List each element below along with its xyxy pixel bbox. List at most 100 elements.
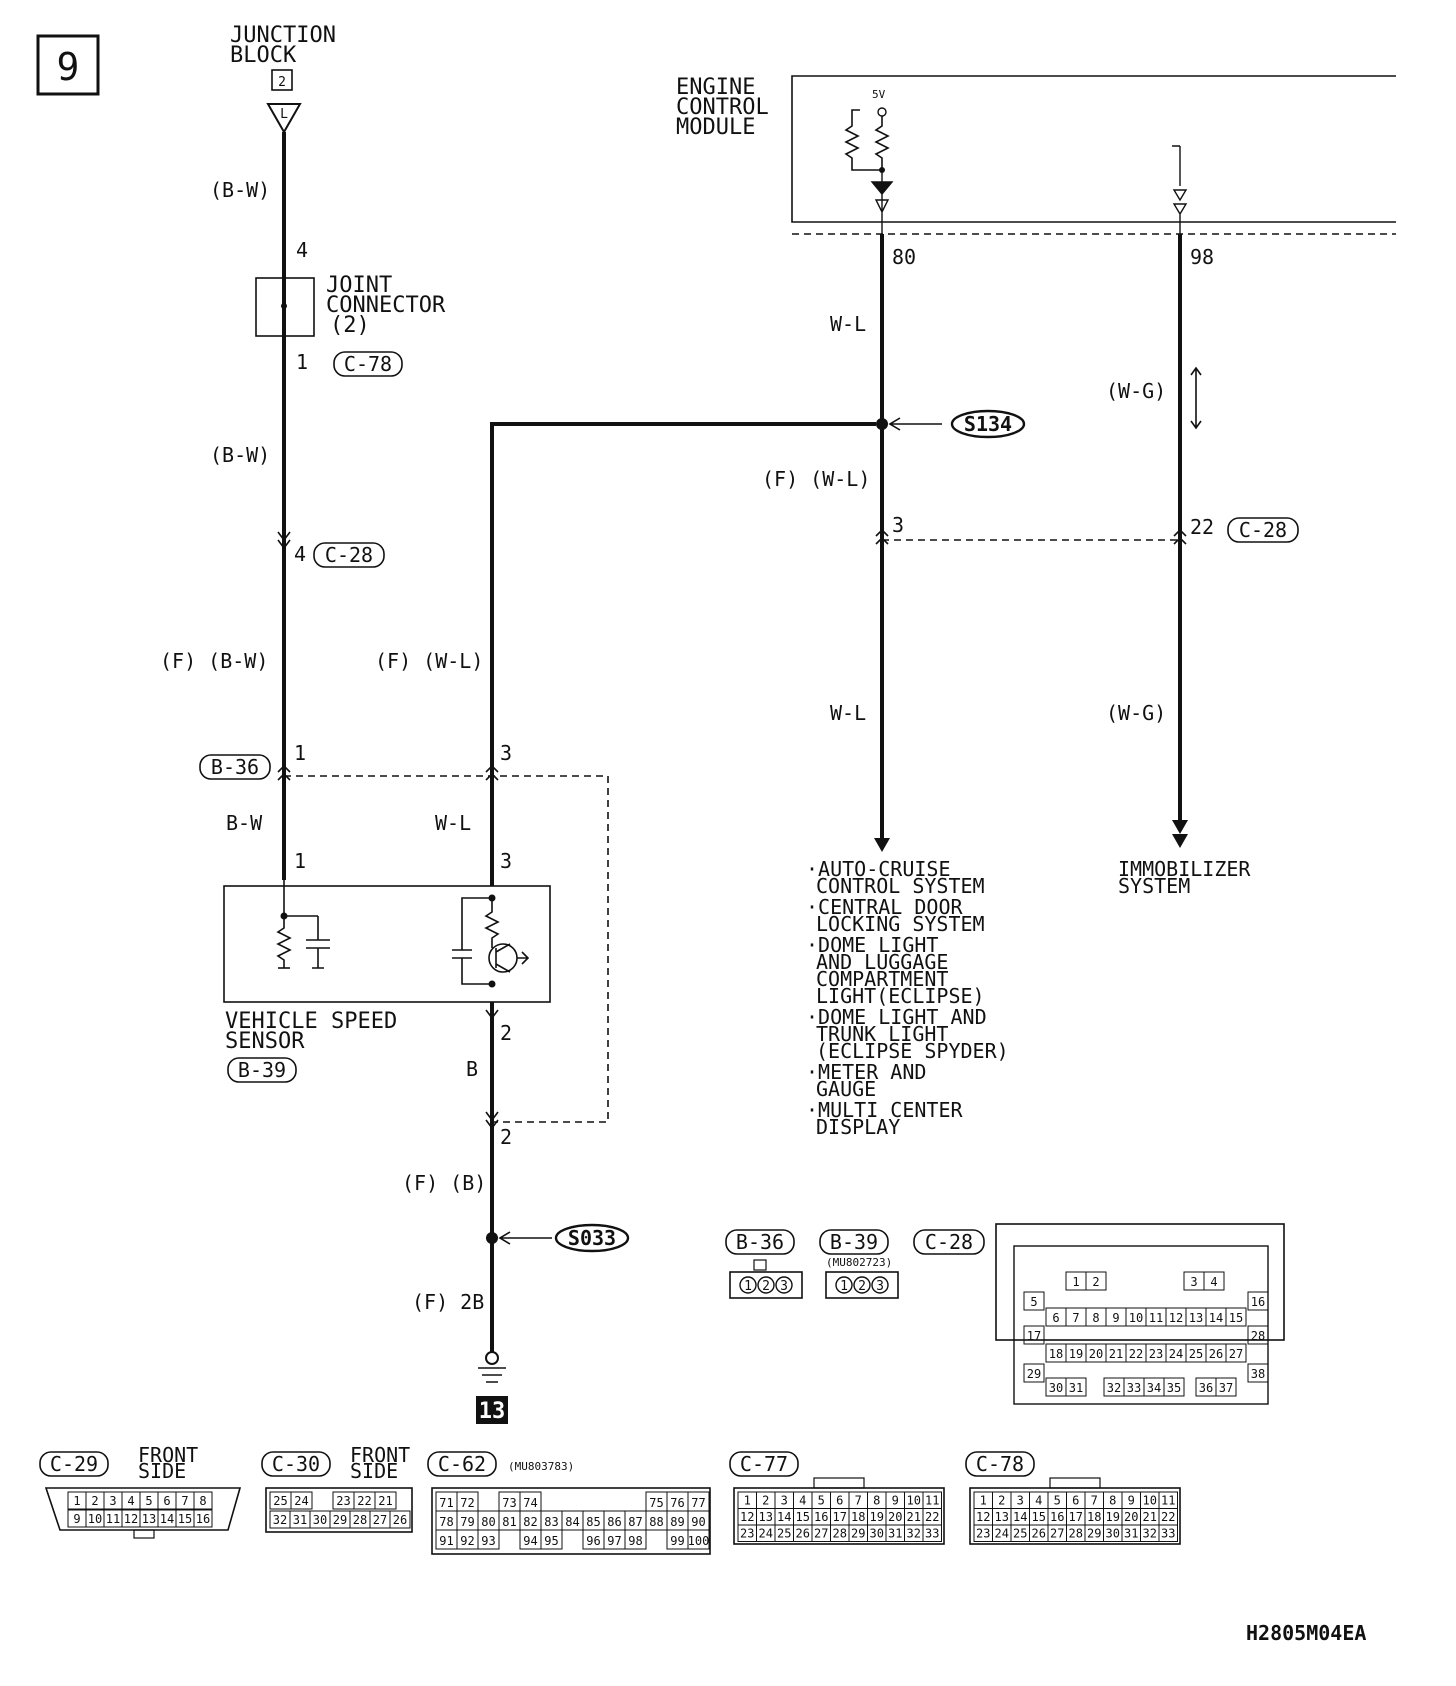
c30-side-2: SIDE — [350, 1459, 398, 1483]
c29-pin-label: 4 — [127, 1494, 134, 1508]
ecm-diode-icon — [870, 170, 894, 196]
system-5-line-1: ·METER AND — [806, 1060, 926, 1084]
c28-pin-label: 23 — [1149, 1347, 1163, 1361]
c30-pin-cell — [290, 1491, 313, 1510]
ecm-wire-color-f: (F) (W-L) — [762, 467, 870, 491]
c29-pin-label: 3 — [109, 1494, 116, 1508]
b36-latch-icon — [753, 1259, 767, 1271]
b39-part: (MU802723) — [826, 1256, 892, 1269]
c28-pin-label: 14 — [1209, 1311, 1223, 1325]
c28-pin-label: 4 — [1210, 1275, 1217, 1289]
c78-pin-cell — [1158, 1524, 1178, 1542]
center-wire-wl — [490, 422, 876, 886]
c78-pin-label: 16 — [1050, 1510, 1064, 1524]
c29-pin-cell — [193, 1491, 213, 1510]
c62-pin-label: 81 — [502, 1515, 516, 1529]
c77-pin-label: 20 — [888, 1510, 902, 1524]
ecm-pin-b: 98 — [1190, 245, 1214, 269]
c77-pin-label: 28 — [833, 1527, 847, 1541]
b39-face — [825, 1271, 899, 1299]
c28-pin-label: 37 — [1219, 1381, 1233, 1395]
b36-pin: 2 — [762, 1279, 770, 1294]
b39-face-ref: B-39 — [830, 1230, 878, 1254]
c62-pin-label: 73 — [502, 1496, 516, 1510]
c62-pin-label: 96 — [586, 1534, 600, 1548]
c78-face — [969, 1487, 1181, 1545]
c29-pin-label: 11 — [106, 1512, 120, 1526]
c78-pin-label: 1 — [980, 1494, 987, 1508]
c78-pin-label: 30 — [1106, 1527, 1120, 1541]
c28-face-outer — [995, 1223, 1285, 1341]
c29-pin-label: 15 — [178, 1512, 192, 1526]
c78-pin-label: 28 — [1069, 1527, 1083, 1541]
c28-pin-label: 38 — [1251, 1367, 1265, 1381]
c29-pin-label: 6 — [163, 1494, 170, 1508]
joint-connector-title-1: JOINT — [326, 273, 392, 298]
c30-pin-label: 24 — [294, 1494, 308, 1508]
c62-pin-label: 99 — [670, 1534, 684, 1548]
c30-pin-label: 25 — [273, 1494, 287, 1508]
sensor-resistor-icon — [484, 898, 500, 948]
c29-pin-label: 2 — [91, 1494, 98, 1508]
joint-connector-title-3: (2) — [330, 313, 370, 338]
page-number: 9 — [57, 45, 80, 89]
c78-pin-label: 29 — [1087, 1527, 1101, 1541]
c29-pin-label: 13 — [142, 1512, 156, 1526]
immobilizer-wire-color-bottom: (W-G) — [1106, 701, 1166, 725]
c30-pin-label: 21 — [378, 1494, 392, 1508]
center-wire-pin-sensor-out: 2 — [500, 1021, 512, 1045]
c62-pin-label: 71 — [439, 1496, 453, 1510]
system-3-line-3: COMPARTMENT — [816, 967, 948, 991]
ground-icon — [485, 1351, 499, 1365]
c77-pin-label: 13 — [759, 1510, 773, 1524]
ecm-title-2: CONTROL — [676, 95, 769, 120]
c77-pin-label: 15 — [796, 1510, 810, 1524]
c77-pin-label: 5 — [818, 1494, 825, 1508]
left-wire-color-bw: B-W — [226, 811, 263, 835]
c78-pin-label: 26 — [1032, 1527, 1046, 1541]
c28-pin-label: 25 — [1189, 1347, 1203, 1361]
c78-pin-label: 19 — [1106, 1510, 1120, 1524]
c28-pin-label: 29 — [1027, 1367, 1041, 1381]
c78-pin-label: 27 — [1050, 1527, 1064, 1541]
c28-pin-label: 35 — [1167, 1381, 1181, 1395]
c28-pin-cell — [1247, 1363, 1269, 1383]
splice-s033-dot — [486, 1232, 498, 1244]
center-wire-color-wl: W-L — [435, 811, 471, 835]
center-wire-color-fb: (F) (B) — [402, 1171, 486, 1195]
c62-pin-label: 75 — [649, 1496, 663, 1510]
c28-pin-label: 13 — [1189, 1311, 1203, 1325]
c77-pin-label: 17 — [833, 1510, 847, 1524]
c29-pin-label: 14 — [160, 1512, 174, 1526]
c28-face-ref: C-28 — [925, 1230, 973, 1254]
c62-pin-label: 94 — [523, 1534, 537, 1548]
c28-pin-label: 10 — [1129, 1311, 1143, 1325]
system-6-line-2: DISPLAY — [816, 1115, 900, 1139]
c62-part: (MU803783) — [508, 1460, 574, 1473]
c28-pin-label: 32 — [1107, 1381, 1121, 1395]
c78-pin-label: 13 — [995, 1510, 1009, 1524]
c30-pin-label: 29 — [333, 1513, 347, 1527]
c62-pin-label: 74 — [523, 1496, 537, 1510]
c28-pin-cell — [1215, 1377, 1237, 1397]
c77-pin-cell — [922, 1524, 942, 1542]
c77-pin-label: 7 — [855, 1494, 862, 1508]
system-4-line-2: TRUNK LIGHT — [816, 1022, 948, 1046]
c77-pin-label: 3 — [781, 1494, 788, 1508]
c78-pin-label: 12 — [976, 1510, 990, 1524]
c77-pin-label: 12 — [740, 1510, 754, 1524]
c29-pin-label: 12 — [124, 1512, 138, 1526]
c29-pin-label: 1 — [73, 1494, 80, 1508]
c28-pin-label: 16 — [1251, 1295, 1265, 1309]
c62-pin-label: 86 — [607, 1515, 621, 1529]
system-2-line-2: LOCKING SYSTEM — [816, 912, 985, 936]
c78-pin-label: 21 — [1143, 1510, 1157, 1524]
c77-pin-label: 29 — [851, 1527, 865, 1541]
c28-pin-label: 5 — [1030, 1295, 1037, 1309]
connector-chevron-icon — [277, 531, 291, 550]
c62-pin-label: 76 — [670, 1496, 684, 1510]
c62-pin-label: 72 — [460, 1496, 474, 1510]
system-3-line-1: ·DOME LIGHT — [806, 933, 938, 957]
c28-pin-label: 2 — [1092, 1275, 1099, 1289]
